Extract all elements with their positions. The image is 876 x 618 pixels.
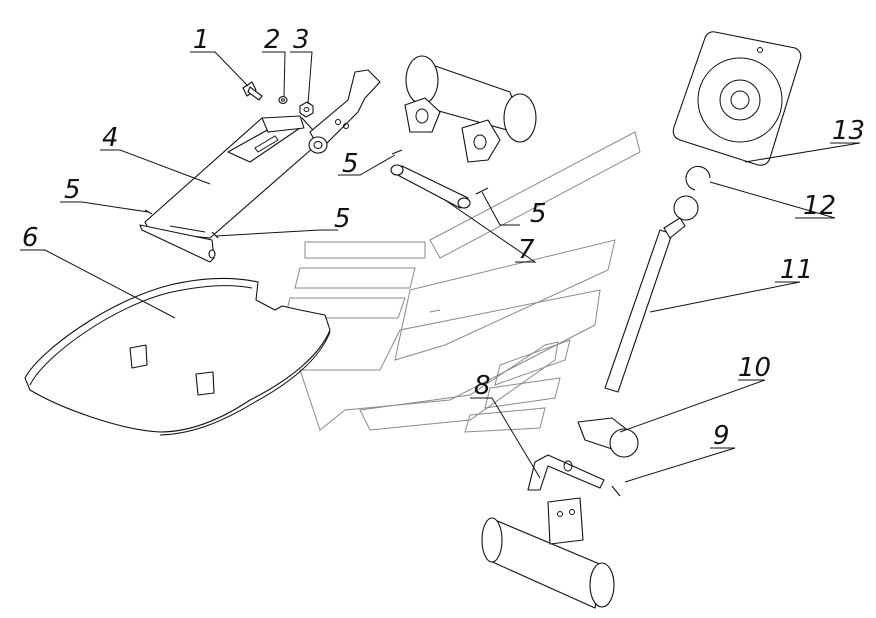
part-floor-mat — [24, 277, 331, 436]
callout-4: 4 — [102, 123, 119, 153]
part-pedal-bracket — [139, 69, 381, 263]
watermark-logo — [284, 131, 641, 433]
part-shaft — [527, 454, 605, 491]
callout-1: 1 — [193, 25, 210, 55]
part-small-pin — [611, 485, 621, 497]
part-ring — [685, 165, 711, 191]
leader-lines — [20, 51, 861, 483]
callout-10: 10 — [738, 353, 771, 383]
part-cotter-pins — [144, 149, 489, 239]
callout-9: 9 — [713, 421, 730, 451]
callout-5-left: 5 — [64, 175, 81, 205]
callout-2: 2 — [264, 25, 281, 55]
callout-13: 13 — [832, 116, 865, 146]
callout-5-right: 5 — [530, 199, 547, 229]
callout-12: 12 — [803, 191, 836, 221]
callout-5-top: 5 — [342, 149, 359, 179]
callout-5-bottom: 5 — [334, 204, 351, 234]
part-bolt — [242, 81, 263, 101]
part-cylinder — [481, 497, 615, 609]
part-tube-bracket — [404, 55, 537, 163]
callout-7: 7 — [518, 235, 535, 265]
part-knob — [577, 417, 639, 458]
callout-11: 11 — [780, 255, 813, 285]
part-nut — [299, 101, 314, 118]
part-lever-rod — [604, 195, 699, 393]
callout-labels: 1 2 3 4 5 5 5 5 6 7 8 9 10 11 12 13 — [22, 25, 865, 451]
callout-6: 6 — [22, 223, 39, 253]
part-boot-cover — [672, 31, 802, 166]
part-washer — [278, 95, 288, 105]
callout-8: 8 — [474, 371, 491, 401]
part-pin — [390, 164, 471, 209]
callout-3: 3 — [293, 25, 310, 55]
